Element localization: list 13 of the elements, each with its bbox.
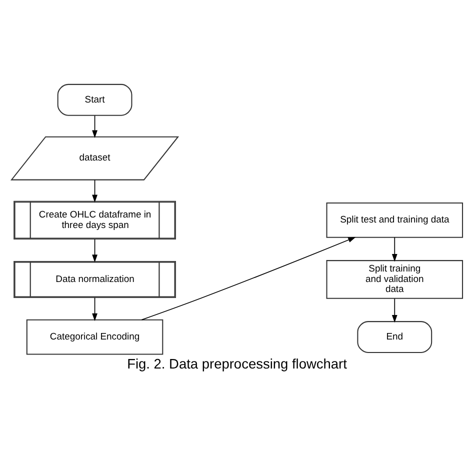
caption: Fig. 2. Data preprocessing flowchart (127, 356, 347, 372)
arrow (141, 236, 356, 320)
arrow (92, 178, 98, 202)
arrow (92, 296, 98, 321)
node-box: Start (57, 83, 132, 116)
node-box: Categorical Encoding (26, 318, 164, 354)
node-box: Split training and validation data (326, 260, 464, 298)
arrow (392, 236, 398, 262)
node-box: End (357, 320, 432, 353)
arrow (392, 298, 398, 322)
arrow (92, 114, 98, 138)
node-box: Split test and training data (326, 202, 464, 238)
arrow (92, 238, 98, 262)
